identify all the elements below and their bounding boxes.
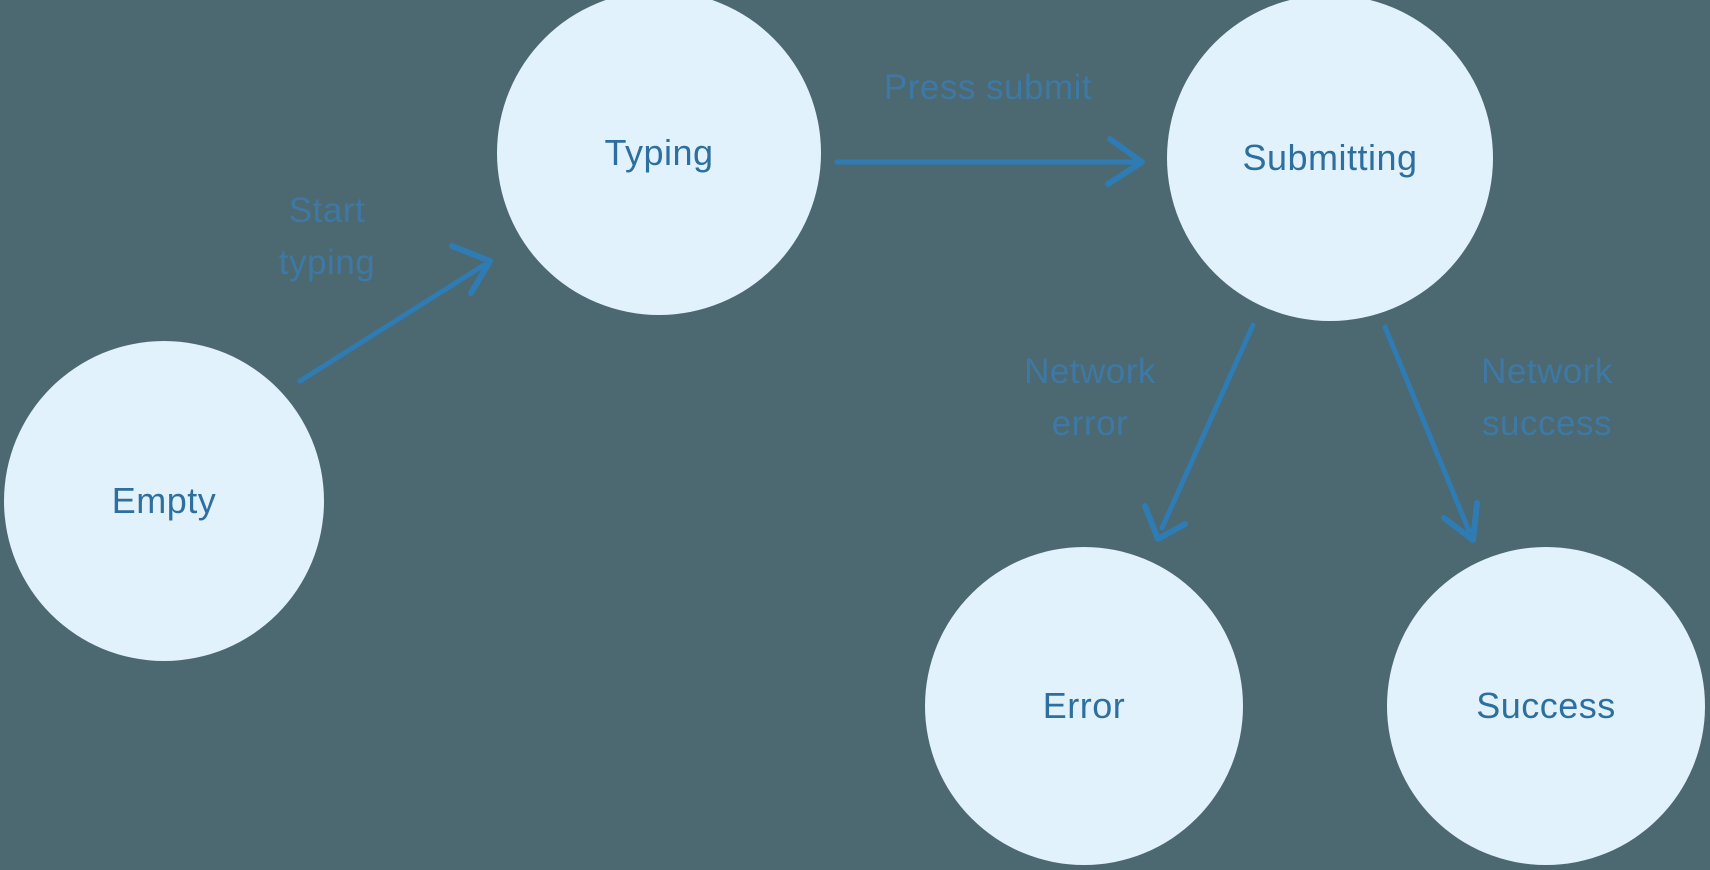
- state-node-label: Typing: [604, 132, 714, 173]
- edge-label-network-error: Network error: [1024, 352, 1156, 443]
- state-node-label: Success: [1476, 685, 1616, 726]
- edge-label-network-success: Network success: [1481, 352, 1613, 443]
- state-node-success: Success: [1387, 547, 1705, 865]
- state-node-label: Submitting: [1242, 137, 1418, 178]
- edge-label-press-submit: Press submit: [883, 68, 1093, 107]
- edge-label-start-typing: Start typing: [278, 191, 376, 282]
- state-node-submitting: Submitting: [1167, 0, 1493, 321]
- arrowhead-icon: [449, 243, 493, 296]
- state-node-label: Error: [1042, 685, 1126, 726]
- arrowhead-icon: [1142, 503, 1188, 542]
- arrowhead-icon: [1105, 136, 1145, 187]
- state-node-label: Empty: [111, 480, 217, 521]
- state-node-empty: Empty: [4, 341, 324, 661]
- state-node-error: Error: [925, 547, 1243, 865]
- arrow-press-submit: [834, 136, 1145, 187]
- arrowhead-icon: [1441, 500, 1480, 543]
- state-node-typing: Typing: [497, 0, 821, 315]
